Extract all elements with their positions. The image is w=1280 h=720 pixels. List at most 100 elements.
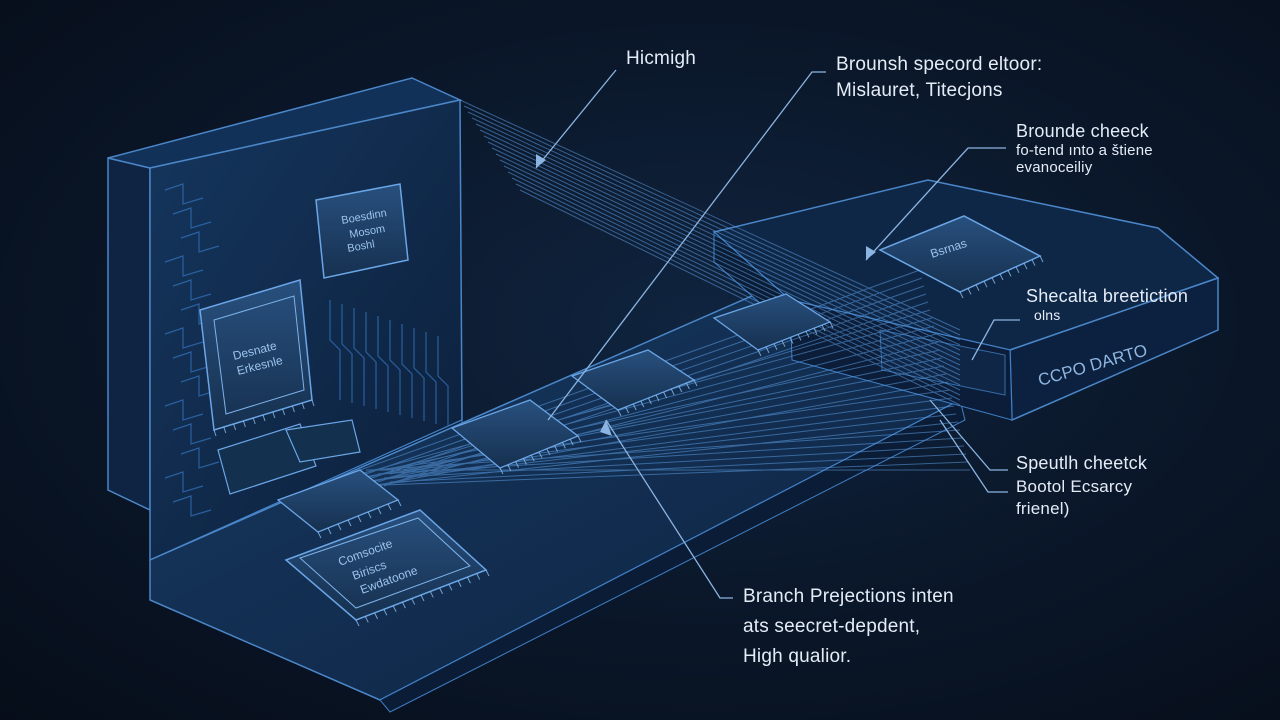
panel-trace xyxy=(389,320,401,415)
chip-pin xyxy=(262,414,266,422)
chip-panel-upper: Boesdinn Mosom Boshl xyxy=(315,183,409,279)
connector-block xyxy=(217,419,361,495)
chip-pin xyxy=(515,461,520,468)
chip-pin xyxy=(1039,255,1044,263)
panel-trace xyxy=(164,327,204,349)
chip-pin xyxy=(397,499,402,507)
chip-pin xyxy=(347,519,352,527)
chip-pin xyxy=(773,343,778,351)
chip-pin xyxy=(655,394,660,402)
chip-pin xyxy=(685,382,690,390)
callout-bounds-check: Brounde cheeck fo-tend ınto a štiene eva… xyxy=(1016,121,1153,176)
chip-pin xyxy=(223,426,227,434)
chip-pin xyxy=(213,429,217,437)
chip-pin xyxy=(485,569,490,577)
callout-bronish-line-2: Mislauret, Titecjons xyxy=(836,79,1003,101)
signal-wire xyxy=(359,413,957,483)
panel-trace xyxy=(172,207,212,229)
signal-wire xyxy=(383,397,953,475)
signal-wire xyxy=(463,105,961,336)
chip-pin xyxy=(233,423,237,431)
chip-pin xyxy=(693,379,698,387)
chip-pin xyxy=(805,331,810,338)
callout-bounds-check-title: Brounde cheeck xyxy=(1016,121,1149,141)
chip-pins xyxy=(213,255,1044,627)
panel-trace xyxy=(164,399,204,421)
signal-fan-wires xyxy=(359,99,970,487)
callout-speculative-check-line-3: frienel) xyxy=(1016,499,1070,519)
chip-pin xyxy=(420,594,425,602)
chip-pin xyxy=(401,601,406,609)
chip-pin xyxy=(797,334,802,341)
chip-pin xyxy=(499,467,504,475)
chip-pin xyxy=(561,442,566,449)
signal-wire xyxy=(377,437,963,475)
panel-trace xyxy=(365,312,377,409)
signal-wire xyxy=(491,147,961,371)
chip-pin xyxy=(625,406,630,414)
signal-wire xyxy=(507,171,961,391)
callout-branch-prediction-line-1: Branch Prejections inten xyxy=(743,586,954,607)
chip-pin xyxy=(959,291,964,299)
chip-pin xyxy=(530,454,535,462)
chip-pin xyxy=(337,523,342,531)
signal-wire xyxy=(383,445,965,479)
panel-trace xyxy=(353,308,365,406)
callout-top: Hicmigh xyxy=(626,48,696,70)
panel-traces xyxy=(164,183,449,517)
chip-pin xyxy=(522,458,527,465)
chip-pin xyxy=(411,598,416,605)
chip-pin xyxy=(466,576,471,584)
chip-pin xyxy=(252,417,256,425)
panel-trace xyxy=(172,423,212,445)
panel-trace xyxy=(341,304,353,403)
callout-bounds-check-line-2: fo-tend ınto a štiene xyxy=(1016,141,1153,159)
panel-trace xyxy=(377,316,389,412)
chip-pin xyxy=(383,609,388,616)
chip-pin xyxy=(311,399,315,407)
callout-speculative-title: Shecalta breetiction xyxy=(1026,286,1189,306)
chip-pin xyxy=(829,321,834,329)
signal-wire xyxy=(365,421,959,487)
chip-pin xyxy=(301,402,305,410)
signal-wire xyxy=(475,123,961,351)
chip-pin xyxy=(678,385,683,393)
chip-pin xyxy=(242,420,246,428)
callout-bronish-line-1: Brounsh specord eltoor: xyxy=(836,54,1043,75)
chip-pin xyxy=(1031,259,1036,266)
chip-pin xyxy=(821,324,826,332)
signal-wire xyxy=(515,183,961,401)
panel-trace xyxy=(329,300,341,400)
chip-pin xyxy=(1023,262,1028,270)
panel-trace xyxy=(172,351,212,373)
callout-speculative-check-title: Speutlh cheetck xyxy=(1016,453,1148,473)
chip-pin xyxy=(640,400,645,408)
signal-wire xyxy=(483,135,961,361)
chip-pin xyxy=(282,408,286,416)
callout-top-text: Hicmigh xyxy=(626,48,697,69)
signal-wire xyxy=(519,189,961,406)
chip-pin xyxy=(429,591,434,598)
callout-leaders xyxy=(535,69,1020,599)
panel-trace xyxy=(164,471,204,493)
signal-wire xyxy=(389,405,955,479)
callout-branch-prediction-line-3: High qualior. xyxy=(743,645,852,667)
chip-pin xyxy=(439,587,444,595)
chip-pin xyxy=(632,403,637,411)
chip-pin xyxy=(367,511,372,519)
panel-trace xyxy=(437,336,449,427)
callout-bounds-check-line-3: evanoceiliy xyxy=(1016,158,1093,176)
chip-pin xyxy=(364,616,369,623)
chip-pin xyxy=(999,273,1004,281)
signal-wire xyxy=(495,153,961,376)
signal-wire xyxy=(499,159,961,381)
chip-pin xyxy=(617,409,622,417)
chip-pin xyxy=(476,573,481,580)
signal-wire xyxy=(389,453,967,483)
chip-pin xyxy=(1007,270,1012,277)
chip-pin xyxy=(374,612,379,620)
chip-pin xyxy=(967,288,972,295)
signal-wire xyxy=(359,461,969,487)
chip-pin xyxy=(392,605,397,612)
